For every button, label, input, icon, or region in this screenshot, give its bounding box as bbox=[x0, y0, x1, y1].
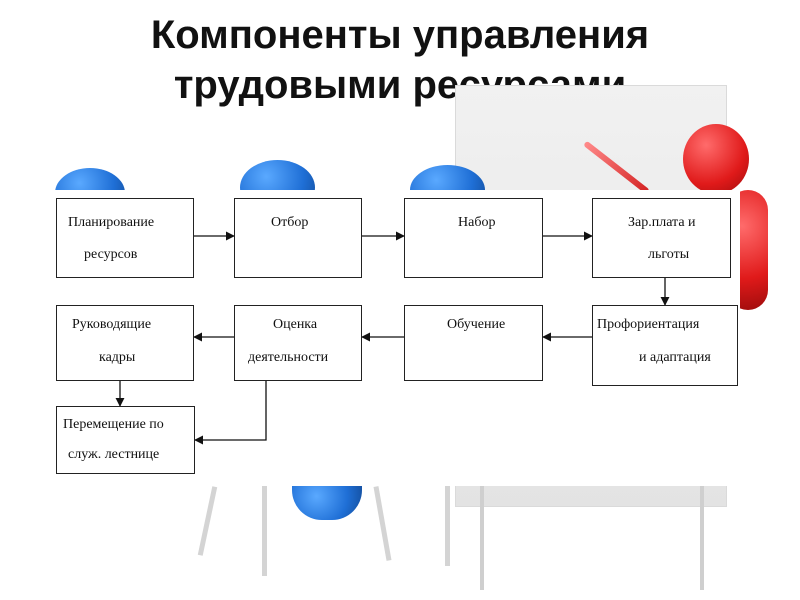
box-orientation-line-1: Профориентация bbox=[597, 317, 700, 332]
box-promotion: Перемещение по служ. лестнице bbox=[56, 406, 195, 474]
chair-leg-2 bbox=[262, 486, 267, 576]
box-promotion-line-2: служ. лестнице bbox=[68, 447, 160, 462]
box-training-line-1: Обучение bbox=[447, 317, 506, 332]
box-orientation: Профориентация и адаптация bbox=[592, 305, 738, 386]
box-planning: Планирование ресурсов bbox=[56, 198, 194, 278]
title-line-1: Компоненты управления bbox=[150, 13, 650, 57]
box-compensation: Зар.плата и льготы bbox=[592, 198, 731, 278]
box-leaders-line-2: кадры bbox=[99, 350, 136, 365]
box-training: Обучение bbox=[404, 305, 543, 381]
chair-leg-4 bbox=[445, 486, 450, 566]
box-recruitment-line-1: Набор bbox=[458, 215, 496, 230]
presenter-figure-head bbox=[683, 124, 749, 194]
box-selection-line-1: Отбор bbox=[271, 215, 309, 230]
box-evaluation-line-2: деятельности bbox=[248, 350, 329, 365]
box-compensation-line-1: Зар.плата и bbox=[628, 215, 696, 230]
box-evaluation-line-1: Оценка bbox=[273, 317, 318, 332]
chair-leg-1 bbox=[197, 486, 218, 556]
box-planning-line-2: ресурсов bbox=[84, 247, 138, 262]
box-planning-line-1: Планирование bbox=[68, 215, 155, 230]
chair-leg-3 bbox=[373, 486, 392, 561]
box-compensation-line-2: льготы bbox=[648, 247, 690, 262]
audience-figure-2-legs bbox=[292, 486, 362, 520]
box-selection: Отбор bbox=[234, 198, 362, 278]
board-leg-right bbox=[700, 480, 704, 590]
box-promotion-line-1: Перемещение по bbox=[63, 417, 164, 432]
box-recruitment: Набор bbox=[404, 198, 543, 278]
box-leaders: Руководящие кадры bbox=[56, 305, 194, 381]
box-evaluation: Оценка деятельности bbox=[234, 305, 362, 381]
box-leaders-line-1: Руководящие bbox=[72, 317, 152, 332]
board-leg-left bbox=[480, 480, 484, 590]
box-orientation-line-2: и адаптация bbox=[639, 350, 711, 365]
